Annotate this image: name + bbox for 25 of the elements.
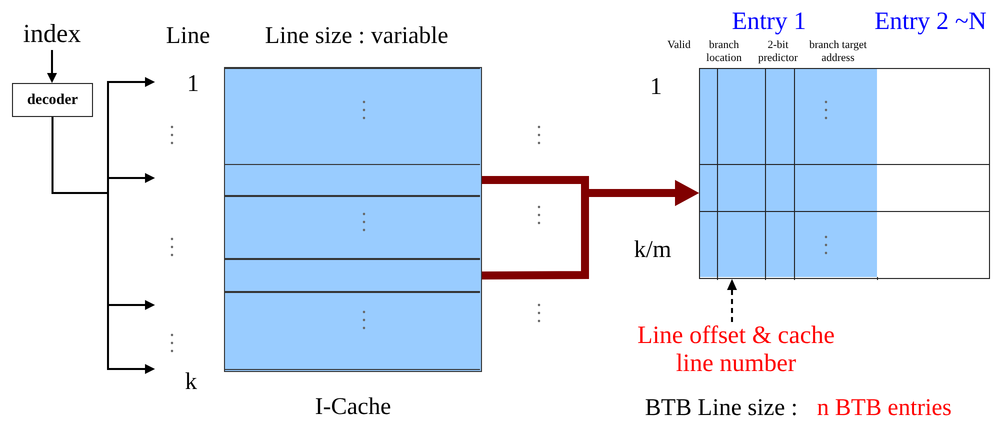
decoder-box: decoder xyxy=(12,83,93,117)
arrow xyxy=(52,117,155,374)
entry-heading: Entry 2 ~N xyxy=(873,7,988,37)
entry-heading: Entry 1 xyxy=(730,7,808,37)
row-label: k xyxy=(185,368,197,396)
caption-highlight: n BTB entries xyxy=(817,394,952,422)
arrow xyxy=(47,50,57,83)
column-header: branch target address xyxy=(808,39,868,65)
row-label: Line xyxy=(166,22,210,50)
column-header: branch location xyxy=(705,39,743,65)
row-label: 1 xyxy=(187,70,199,98)
cache-caption: I-Cache xyxy=(314,393,392,421)
arrow xyxy=(482,180,699,280)
table-caption: BTB Line size : xyxy=(645,394,798,422)
annotation-text: Line offset & cache line number xyxy=(636,322,836,378)
cache-line-row xyxy=(225,196,480,258)
cache-line-row xyxy=(225,258,480,292)
column-header: 2-bit predictor xyxy=(757,39,799,65)
cache-line-row xyxy=(225,292,480,370)
size-label: Line size : variable xyxy=(265,22,448,50)
row-label: 1 xyxy=(650,73,662,101)
leader-arrow xyxy=(727,279,737,322)
row-label: k/m xyxy=(634,236,672,264)
column-header: Valid xyxy=(666,39,692,52)
input-label: index xyxy=(16,18,88,50)
